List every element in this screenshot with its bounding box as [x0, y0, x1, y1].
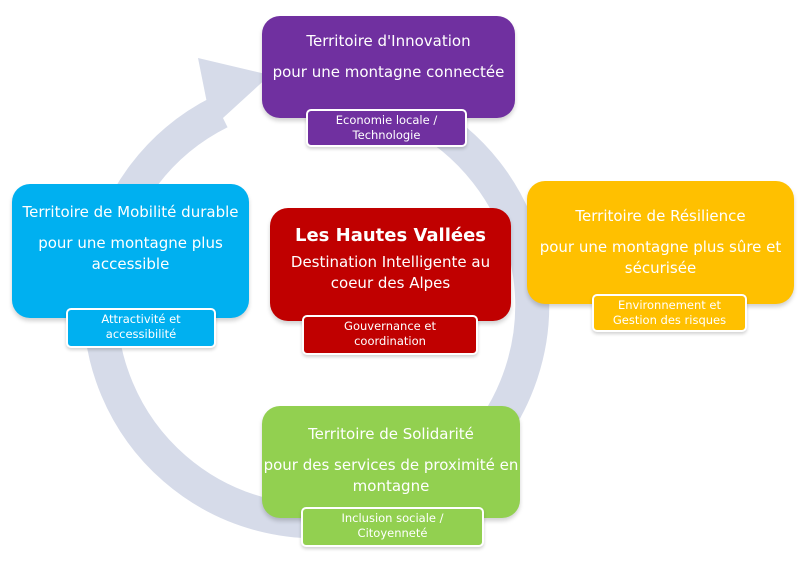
center-subtitle: Destination Intelligente au coeur des Al… — [290, 253, 491, 292]
resilience-node: Territoire de Résilience pour une montag… — [527, 181, 794, 304]
innovation-subtitle: pour une montagne connectée — [272, 63, 505, 81]
innovation-node: Territoire d'Innovation pour une montagn… — [262, 16, 515, 118]
center-tag: Gouvernance et coordination — [302, 315, 478, 355]
solidarite-node: Territoire de Solidarité pour des servic… — [262, 406, 520, 518]
mobilite-title: Territoire de Mobilité durable — [22, 203, 239, 221]
solidarite-title: Territoire de Solidarité — [308, 425, 474, 443]
innovation-tag: Economie locale / Technologie — [306, 109, 467, 147]
mobilite-node: Territoire de Mobilité durable pour une … — [12, 184, 249, 318]
innovation-title: Territoire d'Innovation — [306, 32, 471, 50]
mobilite-tag: Attractivité et accessibilité — [66, 308, 216, 348]
resilience-tag: Environnement et Gestion des risques — [592, 294, 747, 332]
cycle-arrowhead — [198, 58, 270, 128]
mobilite-subtitle: pour une montagne plus accessible — [38, 234, 223, 273]
resilience-subtitle: pour une montagne plus sûre et sécurisée — [539, 238, 782, 277]
solidarite-tag: Inclusion sociale / Citoyenneté — [301, 507, 484, 547]
solidarite-subtitle: pour des services de proximité en montag… — [263, 456, 519, 495]
center-title: Les Hautes Vallées — [294, 225, 487, 246]
center-node: Les Hautes Vallées Destination Intellige… — [270, 208, 511, 321]
resilience-title: Territoire de Résilience — [575, 207, 746, 225]
